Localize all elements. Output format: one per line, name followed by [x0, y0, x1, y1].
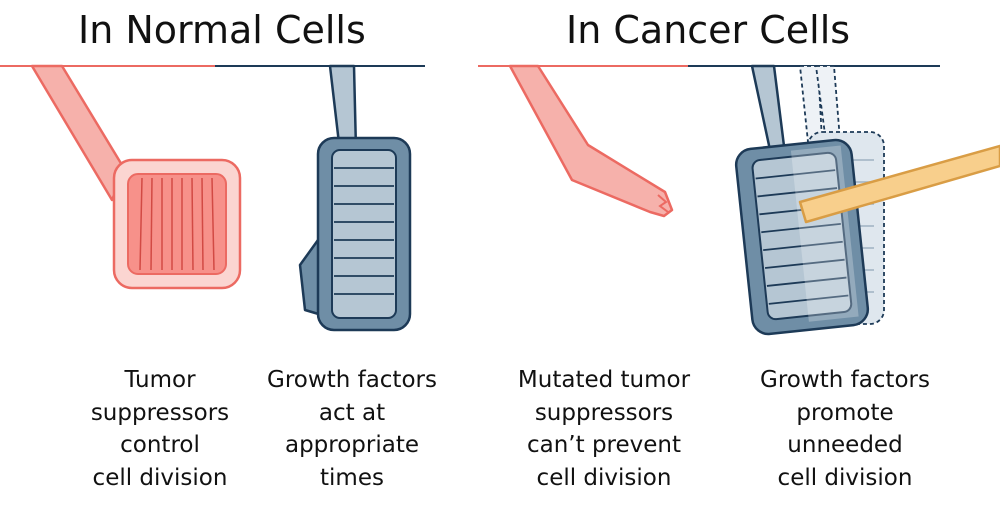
caption-normal-brake: Tumor suppressors control cell division	[90, 367, 230, 491]
pressing-stick	[798, 144, 1000, 224]
cancer-cells-heading: In Cancer Cells	[566, 8, 851, 52]
normal-cells-heading: In Normal Cells	[78, 8, 366, 52]
caption-normal-gas: Growth factors act at appropriate times	[267, 367, 437, 491]
gas-pedal-normal	[298, 64, 412, 332]
broken-brake-pedal	[508, 64, 674, 218]
brake-pedal-normal	[30, 64, 242, 290]
caption-cancer-brake: Mutated tumor suppressors can’t prevent …	[517, 367, 691, 491]
caption-cancer-gas: Growth factors promote unneeded cell div…	[760, 367, 930, 491]
